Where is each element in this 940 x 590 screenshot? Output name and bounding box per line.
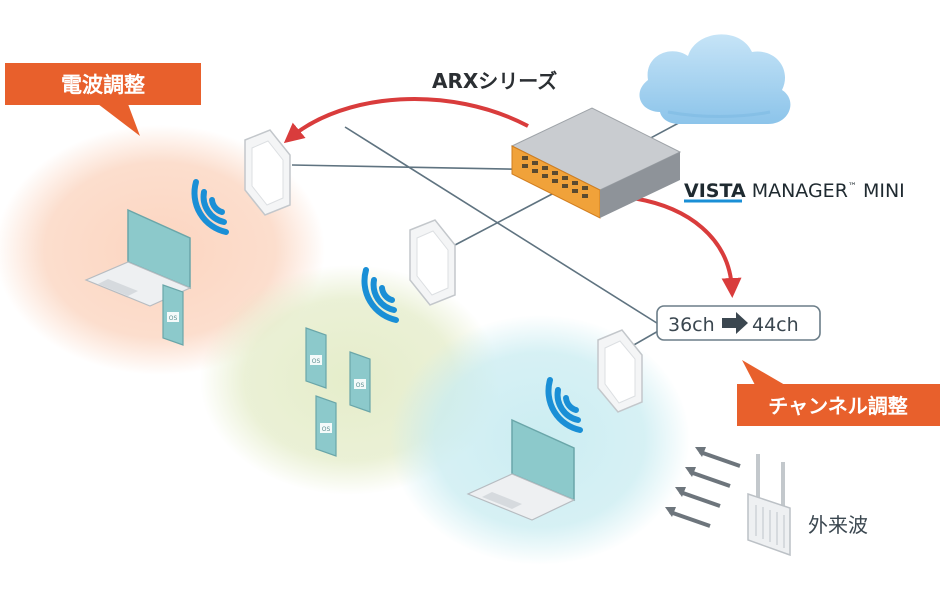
external-waves-label: 外来波 — [808, 513, 868, 537]
tablet-4-icon: OS — [315, 395, 337, 457]
radio-tuning-callout: 電波調整 — [5, 63, 201, 136]
access-point-center — [409, 219, 456, 306]
wifi-signal-center-icon — [361, 267, 399, 323]
tablet-1-icon: OS — [162, 284, 184, 346]
tablet-2-icon: OS — [305, 327, 327, 389]
access-point-left — [244, 129, 291, 216]
vista-manager-logo: VISTA MANAGER™ MINI — [684, 180, 905, 203]
series-label: ARXシリーズ — [432, 69, 557, 93]
wifi-signal-right-icon — [545, 377, 583, 433]
external-interference-device-icon — [747, 454, 791, 557]
channel-to: 44ch — [752, 314, 799, 336]
wifi-signal-left-icon — [191, 179, 229, 235]
device-badge-3: OS — [356, 382, 365, 389]
arrow-switch-to-channel — [624, 195, 742, 298]
brand-mini: MINI — [857, 180, 905, 202]
device-badge-4: OS — [322, 426, 331, 433]
device-badge-2: OS — [312, 358, 321, 365]
brand-bold: VISTA — [684, 180, 746, 202]
radio-tuning-label: 電波調整 — [61, 73, 145, 97]
svg-text:VISTA MANAGER™ MINI: VISTA MANAGER™ MINI — [684, 180, 905, 202]
brand-rest: MANAGER — [746, 180, 848, 202]
laptop-right-icon — [466, 418, 576, 521]
channel-from: 36ch — [668, 314, 715, 336]
channel-change-badge: 36ch 44ch — [656, 305, 821, 341]
tablet-3-icon: OS — [349, 351, 371, 413]
cable-left-to-right — [344, 126, 661, 326]
arx-switch-icon — [510, 107, 682, 219]
device-badge-1: OS — [169, 315, 178, 322]
interference-arrows — [665, 447, 741, 528]
channel-tuning-label: チャンネル調整 — [768, 394, 907, 418]
brand-tm: ™ — [848, 182, 857, 192]
access-point-right — [597, 329, 643, 413]
arrow-switch-to-left-ap — [283, 97, 529, 144]
cloud-icon — [639, 34, 791, 124]
channel-arrow-icon — [722, 312, 748, 334]
channel-tuning-callout: チャンネル調整 — [737, 360, 940, 426]
